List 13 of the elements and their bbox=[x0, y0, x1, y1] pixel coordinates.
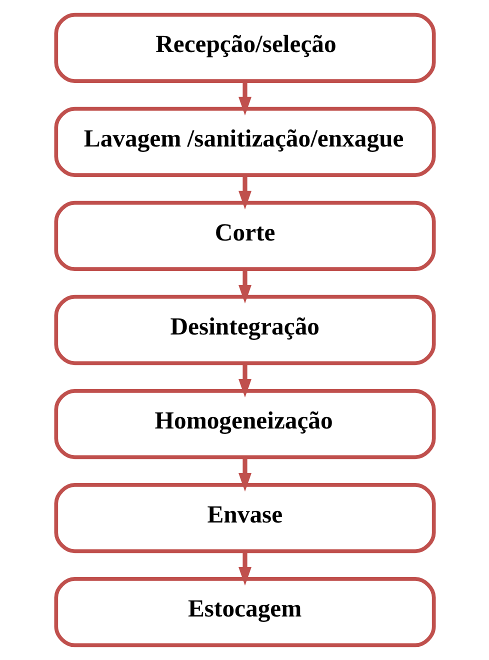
node-box: Envase bbox=[54, 483, 436, 554]
arrow bbox=[238, 551, 251, 586]
node-box: Desintegração bbox=[54, 294, 436, 366]
arrow bbox=[238, 457, 251, 492]
node-box: Lavagem /sanitização/enxague bbox=[54, 106, 436, 177]
node-box: Recepção/seleção bbox=[54, 12, 436, 83]
node-box: Homogeneização bbox=[54, 388, 436, 460]
node-box: Estocagem bbox=[54, 577, 436, 648]
node-box: Corte bbox=[54, 200, 436, 272]
arrow bbox=[238, 269, 251, 304]
arrow bbox=[238, 363, 251, 398]
arrow bbox=[238, 81, 251, 116]
arrow bbox=[238, 175, 251, 210]
